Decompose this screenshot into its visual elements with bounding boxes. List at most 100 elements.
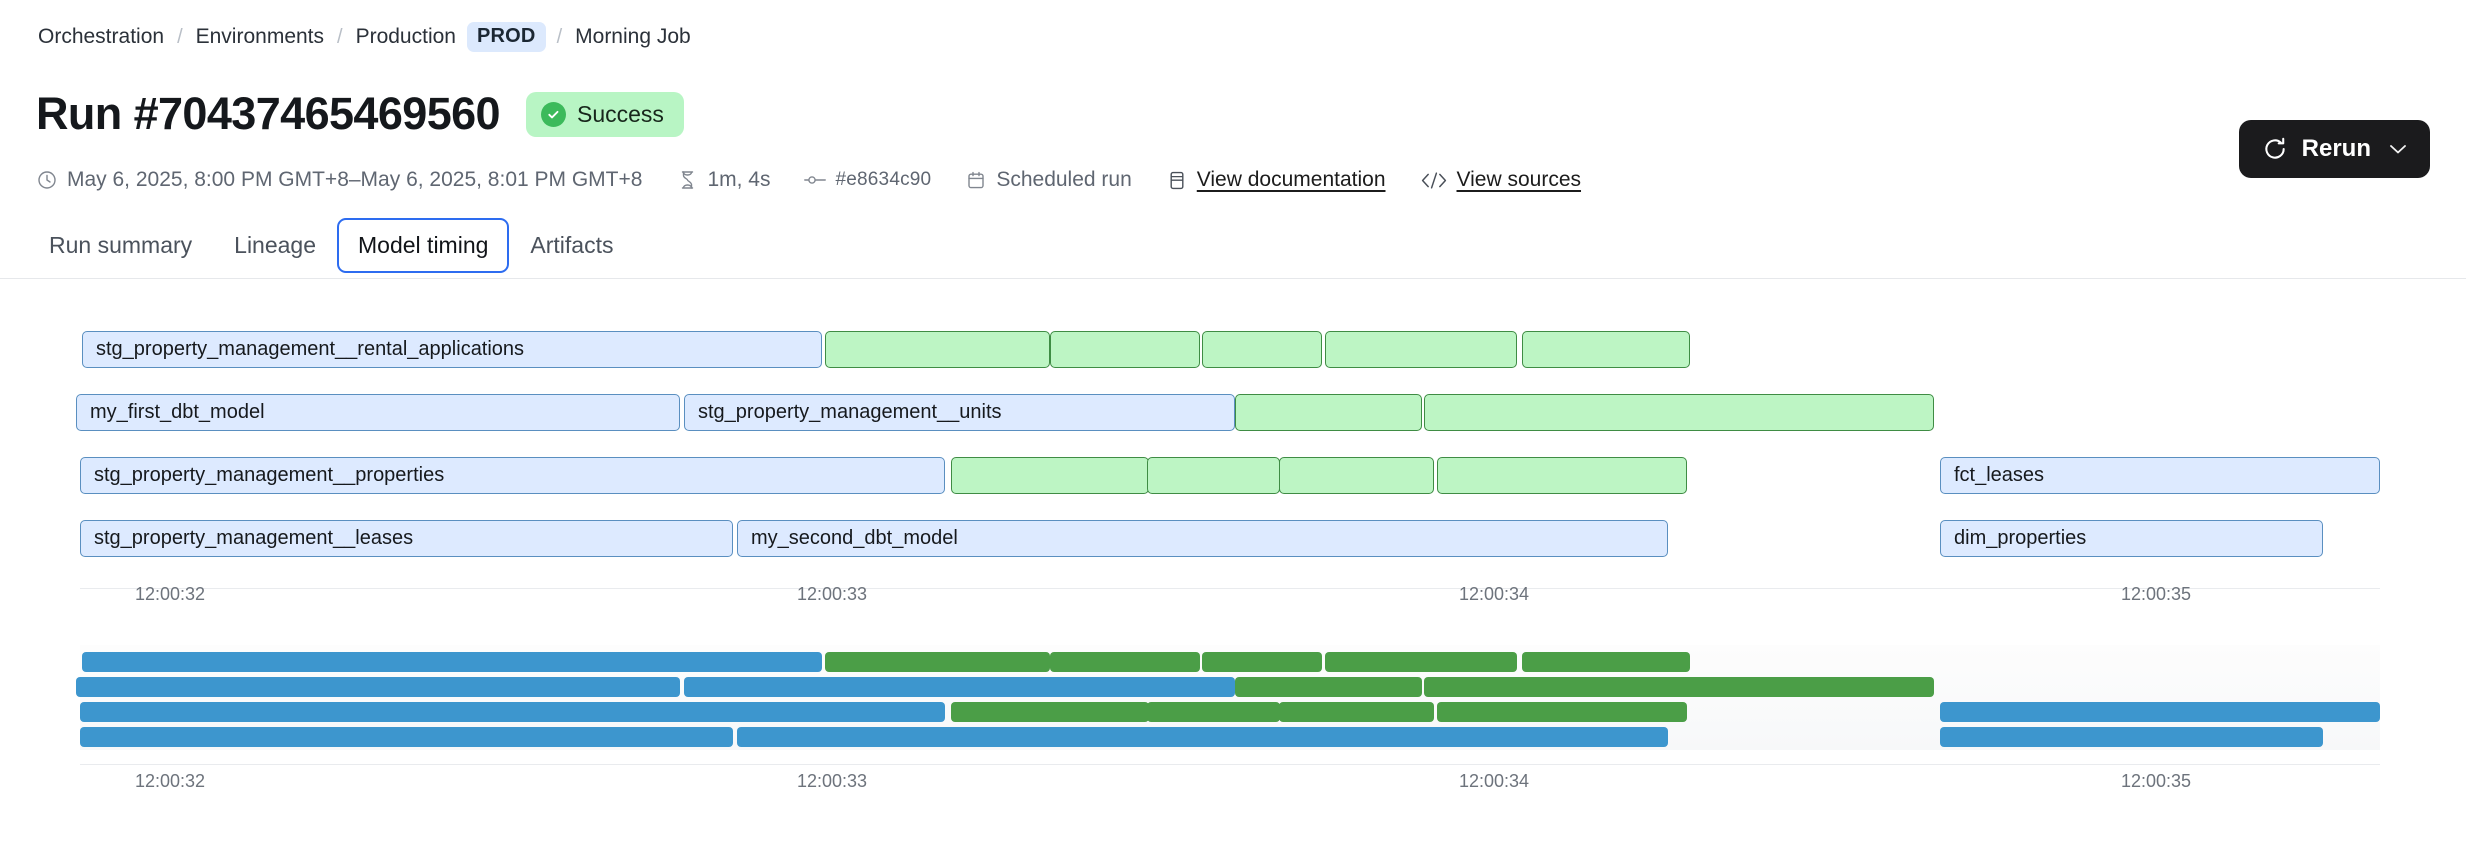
gantt-axis-tick-label: 12:00:35 bbox=[2121, 584, 2192, 604]
minimap-row bbox=[0, 727, 2466, 747]
gantt-axis-tick-label: 12:00:33 bbox=[797, 584, 868, 604]
gantt-bar-stg-property-management--units[interactable]: stg_property_management__units bbox=[684, 394, 1235, 431]
minimap-axis-tick-label: 12:00:35 bbox=[2121, 771, 2192, 791]
minimap-axis-tick-label: 12:00:33 bbox=[797, 771, 868, 791]
git-commit-icon bbox=[804, 169, 827, 191]
breadcrumb-item-environments[interactable]: Environments bbox=[195, 25, 325, 48]
gantt-bar-segment[interactable] bbox=[1235, 394, 1422, 431]
minimap-bar-segment[interactable] bbox=[80, 702, 945, 722]
gantt-bar-segment[interactable] bbox=[1522, 331, 1690, 368]
minimap-bar-segment[interactable] bbox=[1279, 702, 1434, 722]
status-badge: Success bbox=[525, 91, 684, 137]
meta-timerange-text: May 6, 2025, 8:00 PM GMT+8–May 6, 2025, … bbox=[67, 168, 643, 191]
minimap-bar-segment[interactable] bbox=[80, 727, 733, 747]
minimap-bar-segment[interactable] bbox=[1940, 727, 2323, 747]
meta-duration: 1m, 4s bbox=[676, 168, 770, 192]
gantt-bar-my-first-dbt-model[interactable]: my_first_dbt_model bbox=[76, 394, 680, 431]
gantt-bar-label: stg_property_management__properties bbox=[94, 464, 445, 486]
breadcrumb-item-orchestration[interactable]: Orchestration bbox=[38, 25, 165, 48]
gantt-row: stg_property_management__rental_applicat… bbox=[0, 331, 2466, 368]
gantt-bar-stg-property-management--rental-applications[interactable]: stg_property_management__rental_applicat… bbox=[82, 331, 822, 368]
tab-model-timing[interactable]: Model timing bbox=[337, 218, 510, 273]
gantt-axis-tick-label: 12:00:32 bbox=[135, 584, 206, 604]
gantt-bar-label: stg_property_management__rental_applicat… bbox=[96, 338, 525, 360]
book-icon bbox=[1166, 169, 1188, 191]
meta-documentation-link[interactable]: View documentation bbox=[1196, 168, 1386, 191]
breadcrumb-separator: / bbox=[556, 25, 563, 48]
gantt-bar-segment[interactable] bbox=[1424, 394, 1934, 431]
calendar-icon bbox=[965, 169, 987, 191]
minimap-axis-line bbox=[80, 764, 2380, 765]
gantt-bar-segment[interactable] bbox=[1202, 331, 1322, 368]
breadcrumb-badge-prod: PROD bbox=[466, 22, 546, 52]
gantt-bar-label: stg_property_management__leases bbox=[94, 527, 414, 549]
tab-run-summary[interactable]: Run summary bbox=[49, 232, 193, 258]
gantt-bar-stg-property-management--properties[interactable]: stg_property_management__properties bbox=[80, 457, 945, 494]
minimap-bar-segment[interactable] bbox=[737, 727, 1668, 747]
gantt-bar-segment[interactable] bbox=[951, 457, 1149, 494]
gantt-bar-segment[interactable] bbox=[1437, 457, 1687, 494]
minimap-bar-segment[interactable] bbox=[1202, 652, 1322, 672]
minimap-bar-segment[interactable] bbox=[951, 702, 1149, 722]
meta-timerange: May 6, 2025, 8:00 PM GMT+8–May 6, 2025, … bbox=[36, 168, 642, 192]
minimap-bar-segment[interactable] bbox=[1235, 677, 1422, 697]
breadcrumb: Orchestration / Environments / Productio… bbox=[36, 22, 693, 52]
minimap-bar-segment[interactable] bbox=[1437, 702, 1687, 722]
clock-icon bbox=[36, 169, 58, 191]
meta-documentation[interactable]: View documentation bbox=[1166, 168, 1386, 192]
gantt-axis-line bbox=[80, 588, 2380, 589]
meta-trigger-text: Scheduled run bbox=[996, 168, 1132, 191]
run-metadata: May 6, 2025, 8:00 PM GMT+8–May 6, 2025, … bbox=[36, 168, 1581, 192]
tab-bar-divider bbox=[0, 278, 2466, 279]
meta-trigger: Scheduled run bbox=[965, 168, 1132, 192]
gantt-axis-tick-label: 12:00:34 bbox=[1459, 584, 1530, 604]
rerun-button[interactable]: Rerun bbox=[2238, 120, 2430, 178]
minimap-bar-segment[interactable] bbox=[1147, 702, 1280, 722]
breadcrumb-item-morning-job[interactable]: Morning Job bbox=[575, 25, 691, 48]
minimap-bar-segment[interactable] bbox=[825, 652, 1050, 672]
meta-commit: #e8634c90 bbox=[804, 169, 931, 191]
gantt-bar-segment[interactable] bbox=[825, 331, 1050, 368]
tab-artifacts[interactable]: Artifacts bbox=[530, 232, 614, 258]
gantt-bar-label: fct_leases bbox=[1954, 464, 2045, 486]
minimap-bar-segment[interactable] bbox=[1325, 652, 1517, 672]
minimap-axis-tick-label: 12:00:32 bbox=[135, 771, 206, 791]
minimap-bar-segment[interactable] bbox=[1050, 652, 1200, 672]
minimap-bar-segment[interactable] bbox=[684, 677, 1235, 697]
page-title: Run #70437465469560 bbox=[36, 88, 501, 139]
chevron-down-icon[interactable] bbox=[2389, 139, 2407, 160]
gantt-row: stg_property_management__leases my_second… bbox=[0, 520, 2466, 557]
minimap-bar-segment[interactable] bbox=[1522, 652, 1690, 672]
meta-duration-text: 1m, 4s bbox=[707, 168, 771, 191]
gantt-bar-segment[interactable] bbox=[1147, 457, 1280, 494]
minimap-bar-segment[interactable] bbox=[1424, 677, 1934, 697]
minimap-bar-segment[interactable] bbox=[82, 652, 822, 672]
breadcrumb-item-production[interactable]: Production bbox=[355, 25, 456, 48]
gantt-bar-label: my_first_dbt_model bbox=[90, 401, 265, 423]
title-row: Run #70437465469560 Success bbox=[36, 88, 684, 140]
gantt-row: my_first_dbt_model stg_property_managemen… bbox=[0, 394, 2466, 431]
breadcrumb-separator: / bbox=[337, 25, 343, 48]
gantt-bar-segment[interactable] bbox=[1050, 331, 1200, 368]
gantt-row: stg_property_management__properties fct_l… bbox=[0, 457, 2466, 494]
gantt-bar-my-second-dbt-model[interactable]: my_second_dbt_model bbox=[737, 520, 1668, 557]
minimap-row bbox=[0, 677, 2466, 697]
gantt-bar-segment[interactable] bbox=[1279, 457, 1434, 494]
gantt-bar-label: stg_property_management__units bbox=[698, 401, 1002, 423]
tab-lineage[interactable]: Lineage bbox=[234, 232, 317, 258]
gantt-bar-label: my_second_dbt_model bbox=[751, 527, 958, 549]
gantt-bar-label: dim_properties bbox=[1954, 527, 2087, 549]
minimap-axis-tick-label: 12:00:34 bbox=[1459, 771, 1530, 791]
minimap-bar-segment[interactable] bbox=[1940, 702, 2380, 722]
code-icon bbox=[1420, 169, 1448, 191]
gantt-bar-stg-property-management--leases[interactable]: stg_property_management__leases bbox=[80, 520, 733, 557]
gantt-bar-fct-leases[interactable]: fct_leases bbox=[1940, 457, 2380, 494]
gantt-bar-dim-properties[interactable]: dim_properties bbox=[1940, 520, 2323, 557]
gantt-bar-segment[interactable] bbox=[1325, 331, 1517, 368]
minimap-bar-segment[interactable] bbox=[76, 677, 680, 697]
minimap-row bbox=[0, 652, 2466, 672]
status-label: Success bbox=[576, 100, 664, 127]
meta-sources[interactable]: View sources bbox=[1420, 168, 1582, 192]
meta-commit-text: #e8634c90 bbox=[835, 169, 932, 190]
meta-sources-link[interactable]: View sources bbox=[1456, 168, 1582, 191]
